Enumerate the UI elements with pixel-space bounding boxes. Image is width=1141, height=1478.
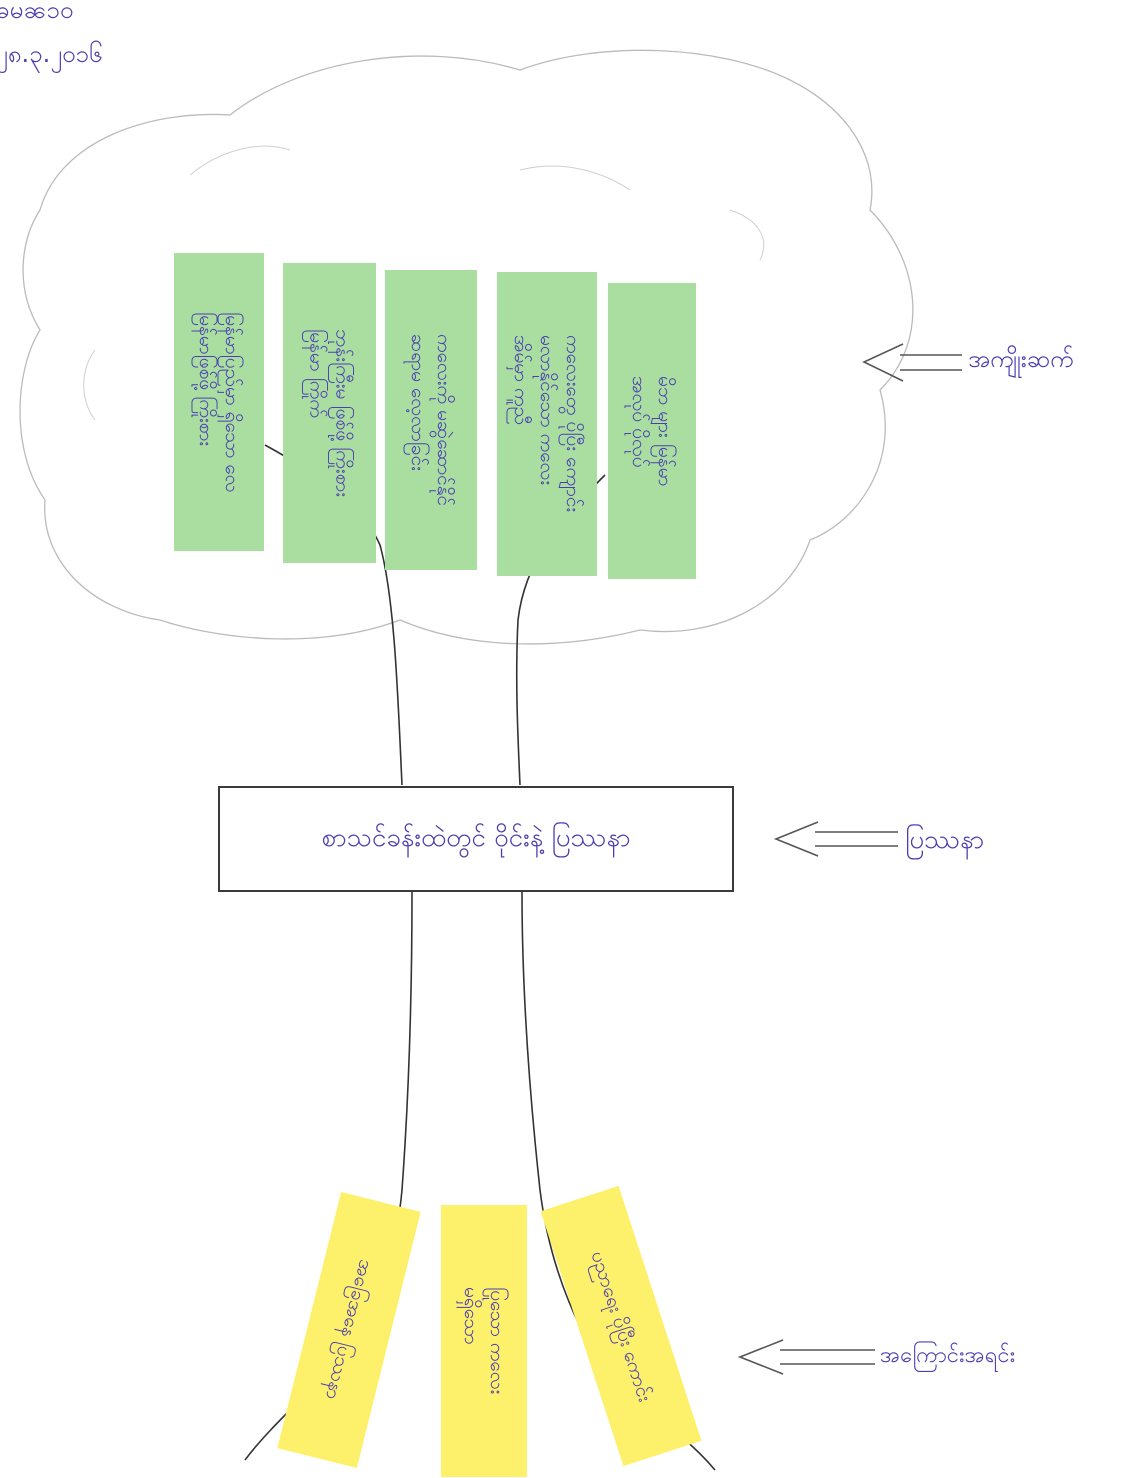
label-effects: အကျိုးဆက် (968, 345, 1074, 373)
effect-note-5: မိဘ များ မြန်မာ အလုပ် ပိုလုပ် (608, 283, 696, 579)
arrow-causes (737, 1339, 875, 1375)
effect-note-2-text: ဘုန်းကြီးမ ဖြစ်ဖို့ ကြိုးစား မြန်မာ ကြို… (305, 328, 354, 497)
effect-note-4-text: ကလေးတွေ ပိုပြီး ကျောင်း မလာနိုင်သော ကလေး… (510, 335, 584, 513)
effect-note-4: ကလေးတွေ ပိုပြီး ကျောင်း မလာနိုင်သော ကလေး… (497, 272, 597, 576)
cause-note-2: ပြုသော ကလေး မရှိသော (441, 1205, 527, 1477)
tree-canopy-outline (19, 49, 914, 645)
arrow-problem (773, 821, 898, 857)
problem-text: စာသင်ခန်းထဲတွင် ဝိုင်းနဲ့ ပြဿနာ (321, 822, 631, 853)
label-causes: အကြောင်းအရင်း (880, 1343, 1016, 1368)
header-title: ဓမၼ၁၀ (0, 0, 74, 24)
effect-note-2: ဘုန်းကြီးမ ဖြစ်ဖို့ ကြိုးစား မြန်မာ ကြို… (283, 263, 376, 563)
effect-note-1: မြန်မာပြည်မှာ ရှိသော လေ မြန်မာဖြစ်ဖို့ က… (174, 253, 264, 551)
cause-note-1-text: အခြေအနေ ပြဿနာ (320, 1257, 378, 1403)
effect-note-1-text: မြန်မာပြည်မှာ ရှိသော လေ မြန်မာဖြစ်ဖို့ က… (195, 311, 243, 493)
effect-note-3: ကလေးကို မဆွဲဆောင်နိုင် ဆရာမ လေ့လာခြင်း (385, 270, 477, 570)
effect-note-5-text: မိဘ များ မြန်မာ အလုပ် ပိုလုပ် (628, 375, 676, 487)
header-date: ၂၈.၃.၂၀၁၆ (0, 40, 103, 68)
label-problem: ပြဿနာ (905, 825, 985, 855)
arrow-effects (862, 343, 962, 382)
cause-note-2-text: ပြုသော ကလေး မရှိသော (460, 1287, 508, 1395)
effect-note-3-text: ကလေးကို မဆွဲဆောင်နိုင် ဆရာမ လေ့လာခြင်း (407, 333, 455, 507)
problem-box: စာသင်ခန်းထဲတွင် ဝိုင်းနဲ့ ပြဿနာ (218, 786, 734, 892)
